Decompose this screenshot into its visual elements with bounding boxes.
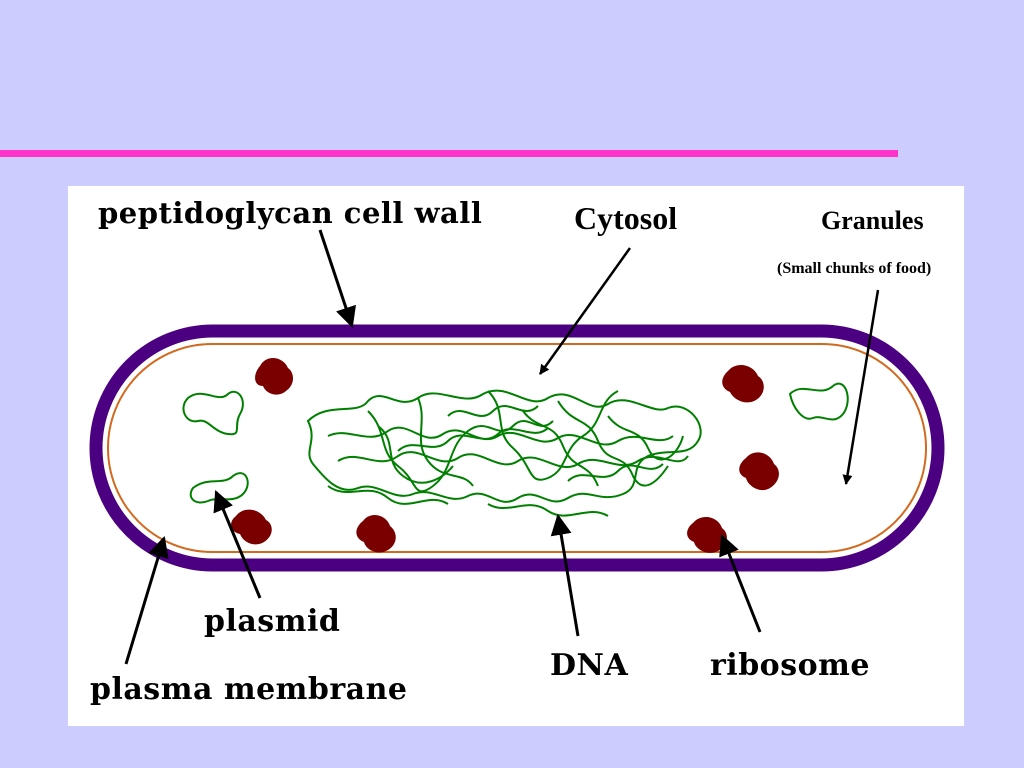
title-rule: [0, 150, 898, 157]
bacterial-cell-diagram: peptidoglycan cell wall Cytosol Granules…: [68, 186, 964, 726]
plasmid-1: [182, 390, 244, 436]
dna-arrow: [550, 513, 580, 637]
plasmid-2: [189, 472, 249, 504]
plasmid-3: [788, 382, 849, 421]
plasmid-label: plasmid: [204, 604, 341, 639]
cell-wall: [89, 324, 945, 572]
plasma-membrane-label: plasma membrane: [90, 672, 408, 707]
granules-note-label: (Small chunks of food): [777, 260, 932, 277]
ribosome-2: [231, 509, 272, 545]
ribosome-3: [356, 514, 396, 553]
plasmids: [182, 382, 849, 504]
label-arrows: [124, 229, 880, 665]
granules-arrow: [842, 289, 880, 485]
ribosome-arrow: [719, 534, 762, 633]
dna: [306, 389, 702, 517]
granules-label: Granules: [821, 206, 924, 235]
ribosome-label: ribosome: [710, 648, 870, 683]
ribosome-1: [255, 357, 293, 395]
plasmid-arrow: [213, 490, 262, 599]
plasma-membrane: [107, 343, 927, 553]
cell-wall-label: peptidoglycan cell wall: [98, 196, 483, 230]
cytosol-label: Cytosol: [574, 200, 678, 236]
cell-wall-arrow: [318, 229, 356, 328]
ribosomes: [231, 357, 779, 553]
ribosome-4: [722, 364, 764, 403]
ribosome-6: [687, 516, 727, 553]
cytosol-arrow: [538, 247, 632, 375]
plasma-membrane-arrow: [124, 535, 169, 665]
dna-label: DNA: [550, 648, 629, 683]
ribosome-5: [739, 452, 779, 491]
